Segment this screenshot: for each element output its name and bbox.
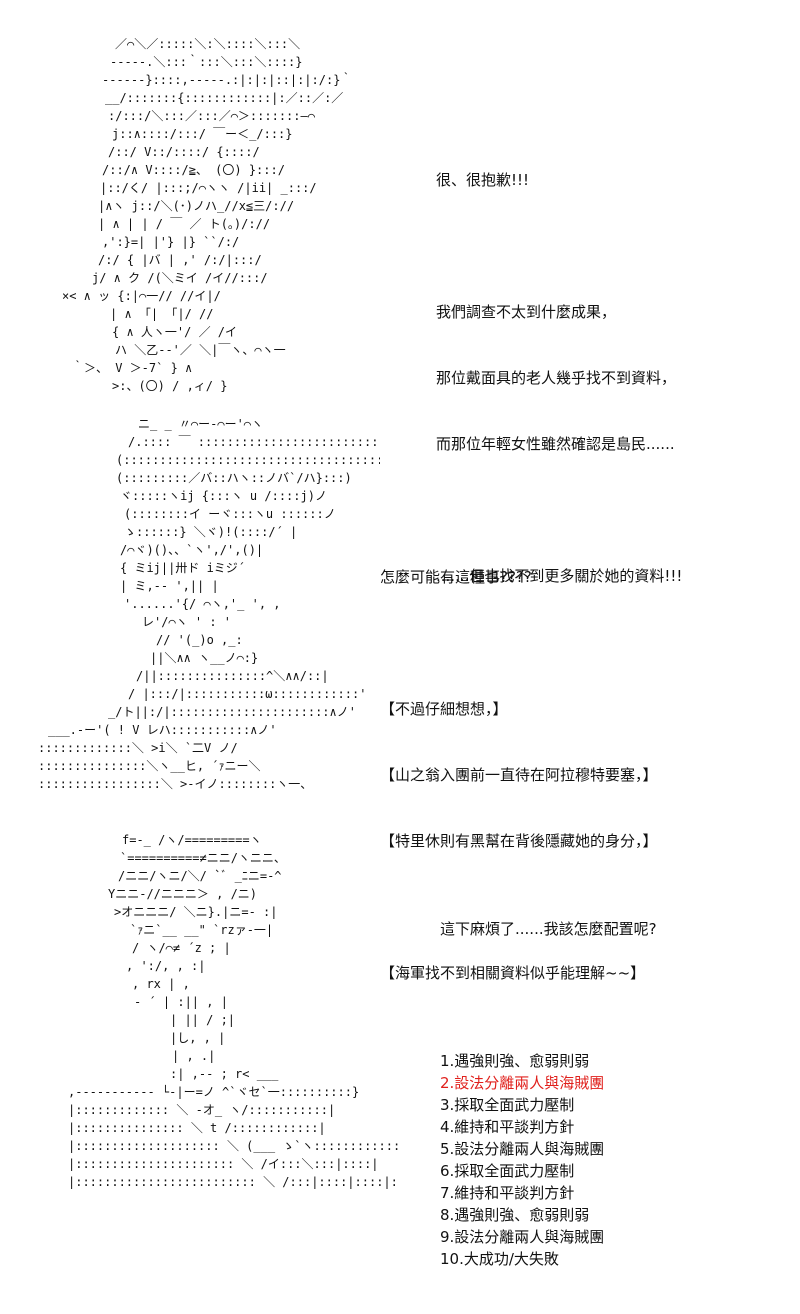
svg-text::/:::/＼:::／:::／⌒＞:::::::―⌒: :/:::/＼:::／:::／⌒＞:::::::―⌒ [108, 109, 315, 123]
svg-text:/||:::::::::::::::^＼∧∧/::|: /||:::::::::::::::^＼∧∧/::| [136, 669, 329, 683]
panel-3: f=-_ /ヽ/=========ヽ `==========≠ニニ/ヽニニ、 /… [0, 800, 800, 1268]
dialogue-line: 很、很抱歉!!! [436, 171, 530, 189]
svg-text::::::::::::::＼ >i＼ `二V ノ/: :::::::::::::＼ >i＼ `二V ノ/ [38, 741, 238, 755]
svg-text:___.-ー'( ! V レハ:::::::::::∧ノ': ___.-ー'( ! V レハ:::::::::::∧ノ' [48, 723, 277, 737]
dialogue-line: 怎麼可能有這種事???? [380, 568, 532, 586]
dialogue-line: 【特里休則有黑幫在背後隱藏她的身分，】 [380, 832, 658, 850]
svg-text:/.:::: ￣ ::::::::::::::::::::: /.:::: ￣ ::::::::::::::::::::::::::{ [128, 435, 380, 449]
dialogue-line [436, 235, 682, 257]
svg-text:/::/ V::/::::/ {:: /::/ V::/::::/ {::::/ [108, 145, 260, 159]
svg-text:| ∧ | | / ￣ ／ ト(。)/://: | ∧ | | / ￣ ／ ト(。)/:// [98, 217, 270, 231]
svg-text:｀＞、 V ＞-7` } ∧: ｀＞、 V ＞-7` } ∧ [72, 359, 192, 375]
question-line: 這下麻煩了......我該怎麼配置呢? [440, 920, 657, 938]
dialogue-line: 【海軍找不到相關資料似乎能理解~~】 [380, 964, 646, 982]
choice-option-8[interactable]: 8.遇強則強、愈弱則弱 [440, 1206, 590, 1224]
choice-option-3[interactable]: 3.採取全面武力壓制 [440, 1096, 575, 1114]
svg-text:, ':/, , :|: , ':/, , :| [126, 959, 205, 973]
svg-text:/ ヽ/⌒≠ ´z ; |: / ヽ/⌒≠ ´z ; | [132, 941, 231, 955]
svg-text:|::::::::::::::::::::::::: ＼: |::::::::::::::::::::::::: ＼ /:::|::::|:… [68, 1175, 400, 1189]
svg-text:`==========≠ニニ/ヽニニ、: `==========≠ニニ/ヽニニ、 [120, 851, 286, 865]
ascii-art-masked-elder: ／⌒＼／:::::＼:＼::::＼:::＼ -----.＼:::｀:::＼:::… [20, 0, 380, 400]
svg-text:__/:::::::{::::::::::::|:／::／:: __/:::::::{::::::::::::|:／::／:／ [105, 91, 343, 105]
svg-text:{ ∧ 人ヽ一'/ ／ /イ: { ∧ 人ヽ一'/ ／ /イ [112, 325, 237, 339]
ascii-art-seated-figure: f=-_ /ヽ/=========ヽ `==========≠ニニ/ヽニニ、 /… [20, 800, 400, 1200]
svg-text:| , .|: | , .| [172, 1049, 215, 1063]
svg-text:(:::::::::::::::::::::::::::::: (:::::::::::::::::::::::::::::::::::::::… [116, 453, 380, 467]
svg-text:,----------- └-|ー=ノ ^`ヾセ`一:::: ,----------- └-|ー=ノ ^`ヾセ`一::::::::::} [68, 1084, 359, 1099]
ascii-art-young-woman: ニ_ _ 〃⌒ー-⌒ー'⌒ヽ /.:::: ￣ ::::::::::::::::… [20, 400, 380, 800]
dialogue-line: 而那位年輕女性雖然確認是島民...... [436, 435, 675, 453]
svg-text:ニ_ _ 〃⌒ー-⌒ー'⌒ヽ: ニ_ _ 〃⌒ー-⌒ー'⌒ヽ [138, 417, 263, 431]
svg-text:>オニニニ/ ＼ニ}.|ニ=- :|: >オニニニ/ ＼ニ}.|ニ=- :| [114, 905, 277, 919]
svg-text:Yニニ-//ニニニ＞ , /ニ): Yニニ-//ニニニ＞ , /ニ) [108, 887, 257, 901]
svg-text:/⌒ヾ)()、、`ヽ',/',()|: /⌒ヾ)()、、`ヽ',/',()| [120, 543, 263, 557]
svg-text:|し, , |: |し, , | [170, 1031, 225, 1045]
choice-option-4[interactable]: 4.維持和平談判方針 [440, 1118, 575, 1136]
dialogue-line [380, 632, 658, 654]
svg-text:ゝ::::::} ＼ヾ)!(::::/´ |: ゝ::::::} ＼ヾ)!(::::/´ | [124, 525, 297, 539]
svg-text:ハ ＼乙--'／ ＼|￣ヽ、⌒ヽ一: ハ ＼乙--'／ ＼|￣ヽ、⌒ヽ一 [115, 343, 286, 357]
option-list: 1.遇強則強、愈弱則弱 2.設法分離兩人與海賊團 3.採取全面武力壓制 4.維持和平談… [440, 1050, 657, 1270]
svg-text:ヾ:::::ヽij {:::ヽ u /::::j): ヾ:::::ヽij {:::ヽ u /::::j)ノ [120, 489, 327, 503]
choice-option-6[interactable]: 6.採取全面武力壓制 [440, 1162, 575, 1180]
svg-text::::::::::::::::::＼ >-イノ::::::: :::::::::::::::::＼ >-イノ::::::::ヽ一、 [38, 777, 312, 791]
svg-text:_/ト||:/|::::::::::::::::::::::: _/ト||:/|::::::::::::::::::::::∧ノ' [108, 705, 356, 719]
dialogue-text-3: 這下麻煩了......我該怎麼配置呢? 1.遇強則強、愈弱則弱 2.設法分離兩人與… [440, 874, 657, 1314]
dialogue-line: 【山之翁入團前一直待在阿拉穆特要塞，】 [380, 766, 658, 784]
svg-text:// '(_)o ,_:: // '(_)o ,_: [156, 633, 243, 647]
choice-option-5[interactable]: 5.設法分離兩人與海賊團 [440, 1140, 605, 1158]
svg-text:/ニニ/ヽニ/＼/ `ﾞ _ﾆニ=-^: /ニニ/ヽニ/＼/ `ﾞ _ﾆニ=-^ [118, 869, 282, 883]
svg-text:- ´ | :|| , |: - ´ | :|| , | [134, 995, 228, 1009]
panel-1: ／⌒＼／:::::＼:＼::::＼:::＼ -----.＼:::｀:::＼:::… [0, 0, 800, 585]
svg-text:------}::::,-----.:|:|:|::|:|:: ------}::::,-----.:|:|:|::|:|:/:}｀ [102, 71, 352, 87]
choice-option-10[interactable]: 10.大成功/大失敗 [440, 1250, 559, 1268]
svg-text:, rx | ,: , rx | , [132, 977, 190, 991]
dialogue-text-1: 很、很抱歉!!! 我們調查不太到什麼成果， 那位戴面具的老人幾乎找不到資料， 而… [436, 125, 682, 631]
svg-text:| ミ,-- ',|| |: | ミ,-- ',|| | [120, 579, 219, 593]
choice-option-2[interactable]: 2.設法分離兩人與海賊團 [440, 1074, 605, 1092]
svg-text:|::/く/ |:::;/⌒ヽヽ /|ii|: |::/く/ |:::;/⌒ヽヽ /|ii| _:::/ [100, 181, 317, 195]
dialogue-line: 那位戴面具的老人幾乎找不到資料， [436, 369, 677, 387]
choice-option-9[interactable]: 9.設法分離兩人與海賊團 [440, 1228, 605, 1246]
svg-text:/:/ { |バ | ,' /:/|::: /:/ { |バ | ,' /:/|:::/ [98, 253, 262, 267]
svg-text:f=-_ /ヽ/=========ヽ: f=-_ /ヽ/=========ヽ [122, 833, 262, 847]
svg-text:'......'{/ ⌒ヽ,'_ ', ,: '......'{/ ⌒ヽ,'_ ', , [124, 597, 281, 611]
svg-text:||＼∧∧ ヽ__ノ⌒:}: ||＼∧∧ ヽ__ノ⌒:} [150, 651, 258, 665]
svg-text:/::/∧ V::::/≧、 (〇) }:::/: /::/∧ V::::/≧、 (〇) }:::/ [102, 163, 285, 177]
dialogue-line: 我們調查不太到什麼成果， [436, 303, 617, 321]
panel-2: ニ_ _ 〃⌒ー-⌒ー'⌒ヽ /.:::: ￣ ::::::::::::::::… [0, 400, 800, 982]
svg-text::::::::::::::::＼ヽ__ヒ, ´ｧニー＼: :::::::::::::::＼ヽ__ヒ, ´ｧニー＼ [38, 759, 261, 773]
choice-option-1[interactable]: 1.遇強則強、愈弱則弱 [440, 1052, 590, 1070]
svg-text:,':}=| |'} |} ``: ,':}=| |'} |} ``/:/ [102, 235, 239, 249]
svg-text:/ |:::/|:::::::::::ω::::::::::: / |:::/|:::::::::::ω::::::::::::' [128, 687, 366, 701]
svg-text:j/ ∧ ク /(＼ミイ /イ//:::/: j/ ∧ ク /(＼ミイ /イ//:::/ [92, 271, 268, 285]
choice-option-7[interactable]: 7.維持和平談判方針 [440, 1184, 575, 1202]
svg-text:(:::::::::／バ::ハヽ::ノバ`/ハ}:::): (:::::::::／バ::ハヽ::ノバ`/ハ}:::) [116, 471, 352, 485]
spacer [440, 984, 657, 1006]
svg-text::| ,-- ; r< ___: :| ,-- ; r< ___ [170, 1067, 279, 1081]
svg-text:-----.＼:::｀:::＼:::＼::::}: -----.＼:::｀:::＼:::＼::::} [110, 53, 303, 69]
svg-text:|::::::::::::: ＼ -オ_: |::::::::::::: ＼ -オ_ ヽ/:::::::::::| [68, 1103, 335, 1117]
svg-text:j::∧::::/:::/ ￣ー＜_/:::}: j::∧::::/:::/ ￣ー＜_/:::} [112, 127, 293, 141]
svg-text:>:、(〇) / ,ィ/ }: >:、(〇) / ,ィ/ } [112, 379, 227, 393]
svg-text:レ'/⌒ヽ ' : ': レ'/⌒ヽ ' : ' [142, 615, 231, 629]
svg-text:(::::::::イ ーヾ:::ヽu ::::::ノ: (::::::::イ ーヾ:::ヽu ::::::ノ [124, 507, 336, 521]
svg-text:|:::::::::::::::::::::: ＼: |:::::::::::::::::::::: ＼ /イ:::＼:::|::::… [68, 1157, 379, 1171]
svg-text:| ∧ 「| 「|/ //: | ∧ 「| 「|/ // [110, 307, 213, 321]
svg-text:| || / ;|: | || / ;| [170, 1013, 235, 1027]
svg-text:／⌒＼／:::::＼:＼::::＼:::＼: ／⌒＼／:::::＼:＼::::＼:::＼ [115, 37, 300, 51]
svg-text:`ｧニ`__ __" `rzァ-一|: `ｧニ`__ __" `rzァ-一| [130, 923, 273, 937]
dialogue-line: .......但也找不到更多關於她的資料!!! [436, 567, 683, 585]
svg-text:×< ∧ ッ {:|⌒一// //イ|/: ×< ∧ ッ {:|⌒一// //イ|/ [62, 289, 221, 303]
svg-text:|::::::::::::::: ＼ t: |::::::::::::::: ＼ t /::::::::::::| [68, 1121, 326, 1135]
svg-text:|∧ヽ j::/＼(･)ノハ_//x≦三/://: |∧ヽ j::/＼(･)ノハ_//x≦三/:// [98, 199, 294, 213]
svg-text:|:::::::::::::::::::: ＼ (_: |:::::::::::::::::::: ＼ (___ ゝ`ヽ::::::::… [68, 1139, 400, 1153]
dialogue-text-2: 怎麼可能有這種事???? 【不過仔細想想，】 【山之翁入團前一直待在阿拉穆特要塞… [380, 522, 658, 1028]
dialogue-line: 【不過仔細想想，】 [380, 700, 508, 718]
svg-text:{ ミij||卅ド iミジ´: { ミij||卅ド iミジ´ [120, 561, 245, 575]
